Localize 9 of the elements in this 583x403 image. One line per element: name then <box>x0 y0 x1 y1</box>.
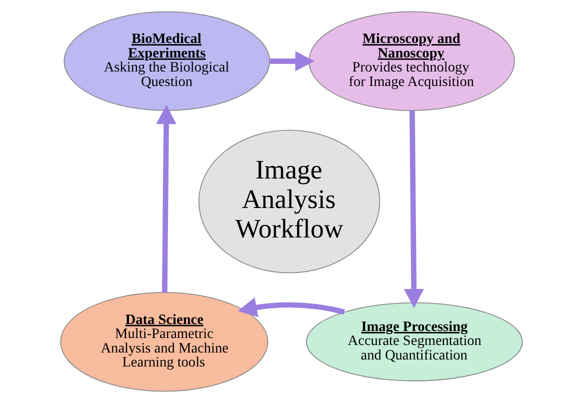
node-ellipse: Image Analysis Workflow <box>198 130 380 274</box>
node-ellipse: Image Processing Accurate Segmentation and Quantification <box>306 302 523 382</box>
arrow <box>156 104 176 292</box>
node-ellipse: Microscopy and Nanoscopy Provides technology for Image Acquisition <box>308 11 515 112</box>
node-ellipse: Data Science Multi-Parametric Analysis and Machine Learning tools <box>60 292 268 392</box>
arrow <box>270 51 314 72</box>
arrow <box>238 297 345 318</box>
node-ellipse: BioMedical Experiments Asking the Biological Question <box>64 11 270 112</box>
arrow <box>404 110 424 308</box>
